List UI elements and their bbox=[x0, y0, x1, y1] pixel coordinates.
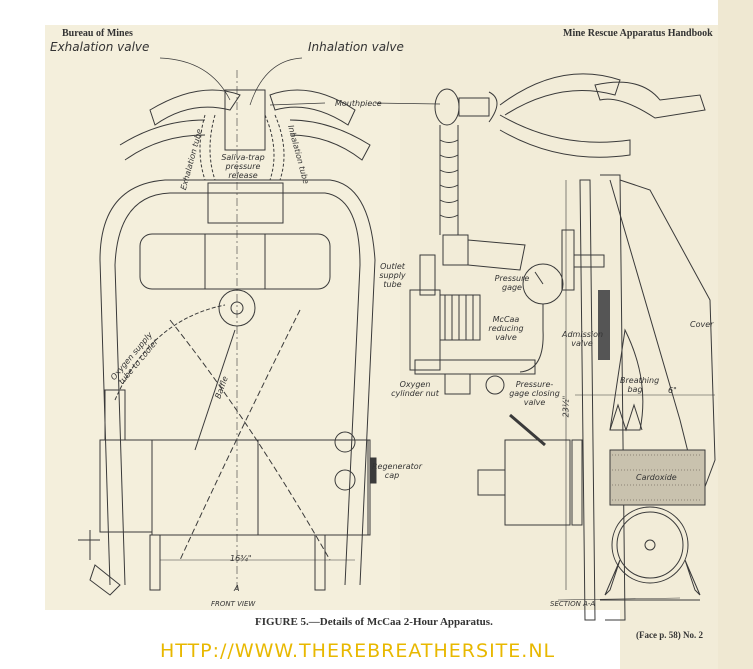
label-dim-6: 6" bbox=[668, 386, 677, 395]
label-pressure-gage: Pressure gage bbox=[494, 274, 530, 292]
label-cover: Cover bbox=[690, 320, 714, 329]
label-saliva-trap: Saliva-trap pressure release bbox=[221, 153, 265, 180]
label-mouthpiece: Mouthpiece bbox=[335, 99, 382, 108]
bottom-margin bbox=[0, 610, 620, 669]
label-regenerator-cap: Regenerator cap bbox=[372, 462, 422, 480]
front-view-drawing bbox=[78, 70, 377, 596]
label-admission-valve: Admission valve bbox=[562, 330, 604, 348]
top-margin bbox=[0, 0, 753, 25]
label-cardoxide: Cardoxide bbox=[636, 473, 677, 482]
label-dim-16: 16¾" bbox=[230, 554, 252, 563]
label-exhalation-valve: Exhalation valve bbox=[50, 40, 150, 54]
label-cylinder-nut: Oxygen cylinder nut bbox=[391, 380, 439, 398]
label-outlet-supply: Outlet supply tube bbox=[379, 262, 406, 289]
section-view-drawing bbox=[409, 73, 716, 621]
label-inhalation-valve: Inhalation valve bbox=[308, 40, 404, 54]
right-edge bbox=[718, 0, 753, 669]
face-note: (Face p. 58) No. 2 bbox=[636, 630, 703, 640]
label-section-mark: A bbox=[234, 584, 240, 593]
label-reducing-valve: McCaa reducing valve bbox=[488, 315, 524, 342]
label-gage-closing: Pressure-gage closing valve bbox=[509, 380, 560, 407]
label-front-view: FRONT VIEW bbox=[211, 600, 256, 608]
label-section-view: SECTION A-A bbox=[550, 600, 596, 608]
label-breathing-bag: Breathing bag bbox=[620, 376, 660, 394]
watermark-url: HTTP://WWW.THEREBREATHERSITE.NL bbox=[160, 640, 556, 662]
label-dim-23: 23½" bbox=[561, 395, 571, 418]
header-left: Bureau of Mines bbox=[62, 28, 133, 39]
header-right: Mine Rescue Apparatus Handbook bbox=[563, 28, 713, 39]
figure-caption: FIGURE 5.—Details of McCaa 2-Hour Appara… bbox=[255, 616, 493, 628]
